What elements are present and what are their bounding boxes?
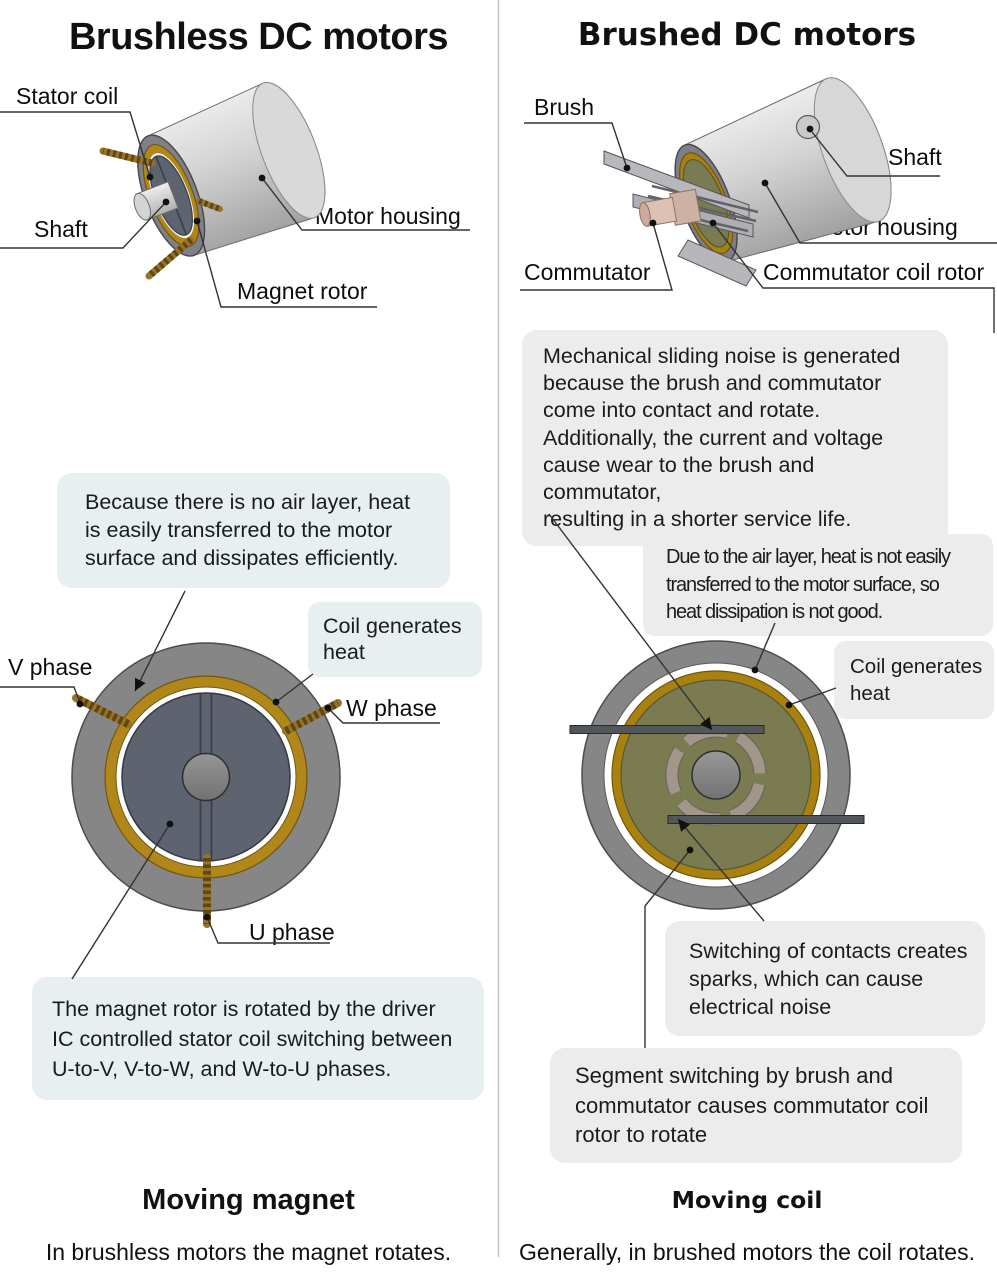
commutator-segments bbox=[666, 725, 766, 825]
left-footer-text: In brushless motors the magnet rotates. bbox=[45, 1239, 452, 1265]
housing-front-ring bbox=[137, 134, 206, 257]
left-footer-heading: Moving magnet bbox=[142, 1184, 355, 1216]
no-air-layer-arrow bbox=[134, 590, 186, 692]
label-brush: Brush bbox=[534, 94, 595, 120]
label-u-phase: U phase bbox=[249, 919, 335, 945]
brushed-cross-section bbox=[569, 640, 865, 910]
shaft-cylinder bbox=[136, 181, 179, 221]
shaft-stub bbox=[795, 114, 821, 140]
brush-plate bbox=[632, 193, 754, 238]
brush-bar bbox=[569, 725, 765, 734]
label-v-phase: V phase bbox=[8, 654, 93, 680]
shaft-hub bbox=[691, 750, 741, 800]
housing-ring bbox=[71, 642, 341, 912]
callout-sparks: Switching of contacts creates sparks, wh… bbox=[665, 921, 985, 1036]
label-stator-coil: Stator coil bbox=[16, 83, 119, 109]
callout-segment-switching: Segment switching by brush and commutato… bbox=[550, 1048, 962, 1163]
label-commutator-coil-rotor: Commutator coil rotor bbox=[763, 259, 985, 285]
housing-lip bbox=[677, 239, 757, 287]
commutator-coil-rotor-disc bbox=[620, 679, 812, 871]
label-motor-housing-left: Motor housing bbox=[315, 203, 461, 229]
magnet-rotor-face bbox=[149, 155, 193, 236]
air-gap-ring bbox=[603, 662, 829, 888]
label-commutator: Commutator bbox=[524, 259, 651, 285]
rotor-coil-ring bbox=[611, 670, 821, 880]
label-w-phase: W phase bbox=[346, 695, 437, 721]
stator-coil-ring bbox=[142, 143, 200, 248]
housing-front-ring bbox=[674, 143, 738, 263]
coil-heat-left-leader bbox=[275, 673, 314, 703]
sparks-arrow bbox=[677, 818, 765, 922]
brush-plate bbox=[603, 150, 750, 219]
commutator-cylinder bbox=[639, 188, 702, 227]
label-shaft-right: Shaft bbox=[888, 144, 942, 170]
label-motor-housing-right: Motor housing bbox=[812, 214, 958, 240]
housing-ring bbox=[581, 640, 851, 910]
phase-wire bbox=[99, 147, 156, 167]
w-phase-wire bbox=[284, 699, 340, 735]
brush-bar bbox=[667, 815, 865, 824]
callout-coil-heat-left: Coil generates heat bbox=[308, 602, 482, 677]
callout-air-layer: Due to the air layer, heat is not easily… bbox=[643, 534, 993, 636]
callout-magnet-rotation: The magnet rotor is rotated by the drive… bbox=[32, 977, 484, 1100]
magnet-rotor-disc bbox=[121, 692, 291, 862]
shaft-hub bbox=[181, 752, 231, 802]
stator-coil-leader bbox=[0, 111, 151, 178]
coil-heat-right-leader bbox=[788, 687, 837, 706]
left-title: Brushless DC motors bbox=[68, 16, 449, 58]
brushless-cross-section bbox=[71, 642, 342, 928]
motor-housing-body bbox=[137, 82, 326, 257]
callout-sliding-noise: Mechanical sliding noise is generated be… bbox=[522, 330, 948, 547]
label-magnet-rotor: Magnet rotor bbox=[237, 278, 368, 304]
right-title: Brushed DC motors bbox=[577, 17, 917, 53]
stator-coil-ring bbox=[104, 675, 308, 879]
magnet-rotation-leader bbox=[71, 823, 171, 980]
commutator-coil-rotor-face bbox=[682, 159, 730, 248]
brush-leader bbox=[524, 122, 628, 169]
brushless-motor-figure bbox=[99, 82, 326, 280]
label-shaft-left: Shaft bbox=[34, 216, 88, 242]
right-footer-heading: Moving coil bbox=[671, 1186, 823, 1214]
callout-no-air-layer: Because there is no air layer, heat is e… bbox=[57, 473, 450, 588]
rotor-coil-ring bbox=[679, 152, 734, 255]
right-footer-text: Generally, in brushed motors the coil ro… bbox=[519, 1239, 975, 1265]
callout-coil-heat-right: Coil generates heat bbox=[834, 641, 994, 719]
brushed-motor-figure bbox=[603, 77, 892, 287]
v-phase-leader bbox=[0, 686, 81, 704]
v-phase-wire bbox=[74, 694, 130, 728]
motor-housing-body bbox=[674, 77, 892, 263]
